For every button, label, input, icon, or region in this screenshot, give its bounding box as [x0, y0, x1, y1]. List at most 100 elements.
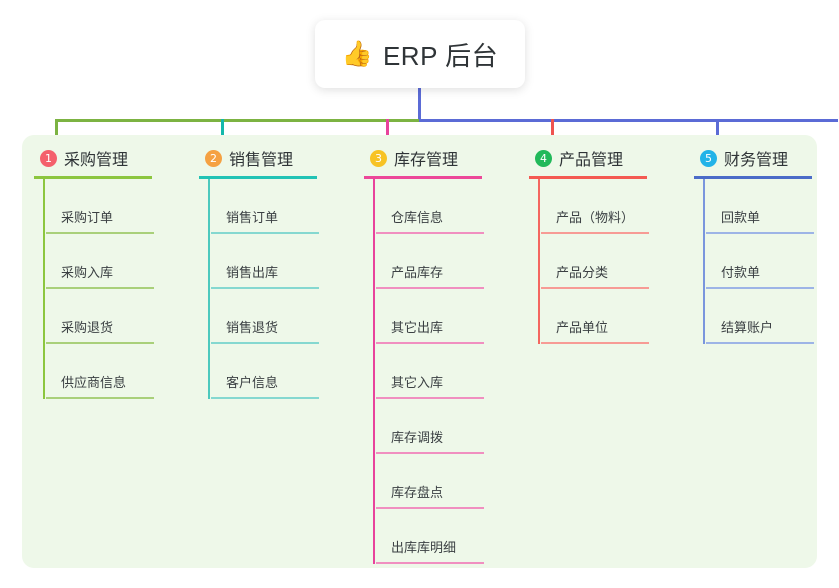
branch-item-label: 结算账户 [721, 320, 774, 335]
branch-column: 1 采购管理采购订单采购入库采购退货供应商信息 [34, 146, 194, 399]
thumbs-up-icon: 👍 [341, 39, 373, 68]
branch-item-underline [376, 562, 484, 564]
branch-item-label: 回款单 [721, 210, 761, 225]
branch-item-underline [376, 342, 484, 344]
branch-item-underline [541, 232, 649, 234]
branch-item[interactable]: 销售订单 [202, 179, 359, 234]
branch-item-underline [211, 287, 319, 289]
branch-underline [34, 176, 152, 179]
branch-item-underline [46, 287, 154, 289]
branch-item[interactable]: 供应商信息 [37, 344, 194, 399]
branch-item-label: 采购退货 [61, 320, 114, 335]
connector-drop-sales [221, 119, 224, 148]
branch-item-underline [376, 287, 484, 289]
branch-item[interactable]: 库存调拨 [367, 399, 524, 454]
branch-item-underline [376, 232, 484, 234]
branch-header-2[interactable]: 2 销售管理 [199, 146, 359, 170]
branch-item-underline [541, 287, 649, 289]
branch-item-label: 产品单位 [556, 320, 609, 335]
branch-underline [694, 176, 812, 179]
branch-item-underline [706, 287, 814, 289]
branch-item[interactable]: 采购退货 [37, 289, 194, 344]
branch-spine [373, 179, 375, 564]
branch-number-badge: 4 [535, 149, 552, 167]
branch-item[interactable]: 付款单 [697, 234, 839, 289]
branch-item[interactable]: 回款单 [697, 179, 839, 234]
branch-item-label: 销售出库 [226, 265, 279, 280]
branch-number-badge: 2 [205, 149, 222, 167]
branch-item[interactable]: 结算账户 [697, 289, 839, 344]
branch-item-label: 产品分类 [556, 265, 609, 280]
branch-items: 采购订单采购入库采购退货供应商信息 [34, 179, 194, 399]
branch-title: 财务管理 [724, 152, 789, 169]
connector-bus-green [55, 119, 467, 122]
branch-spine [703, 179, 705, 344]
branch-column: 2 销售管理销售订单销售出库销售退货客户信息 [199, 146, 359, 399]
connector-bus-blue [419, 119, 838, 122]
root-node[interactable]: 👍 ERP 后台 [315, 20, 525, 88]
branch-item-underline [46, 397, 154, 399]
branch-item-label: 采购入库 [61, 265, 114, 280]
branch-item-label: 产品库存 [391, 265, 444, 280]
branch-item-label: 采购订单 [61, 210, 114, 225]
root-node-title: ERP 后台 [382, 40, 499, 71]
branch-item-underline [211, 342, 319, 344]
branch-spine [43, 179, 45, 399]
branch-item-label: 其它入库 [391, 375, 444, 390]
branch-item-underline [46, 232, 154, 234]
branch-item[interactable]: 产品分类 [532, 234, 689, 289]
branch-item-label: 出库库明细 [391, 540, 457, 555]
branch-title: 采购管理 [64, 152, 129, 169]
branch-header-4[interactable]: 4 产品管理 [529, 146, 689, 170]
branch-column: 4 产品管理产品（物料） 产品分类产品单位 [529, 146, 689, 344]
branch-title: 销售管理 [229, 152, 294, 169]
branch-item-label: 付款单 [721, 265, 761, 280]
branch-title: 库存管理 [394, 152, 459, 169]
branch-item-label: 库存盘点 [391, 485, 444, 500]
branch-item[interactable]: 出库库明细 [367, 509, 524, 564]
branch-header-1[interactable]: 1 采购管理 [34, 146, 194, 170]
branch-underline [529, 176, 647, 179]
connector-drop-inventory [386, 119, 389, 148]
branch-item-underline [376, 397, 484, 399]
branch-underline [199, 176, 317, 179]
branch-item[interactable]: 客户信息 [202, 344, 359, 399]
branch-item-label: 库存调拨 [391, 430, 444, 445]
branch-item-label: 产品（物料） [556, 210, 635, 225]
branch-item-label: 其它出库 [391, 320, 444, 335]
branch-item[interactable]: 销售退货 [202, 289, 359, 344]
branch-items: 仓库信息产品库存其它出库其它入库库存调拨库存盘点出库库明细 [364, 179, 524, 564]
branch-item-label: 客户信息 [226, 375, 279, 390]
branch-item-label: 销售退货 [226, 320, 279, 335]
branch-item[interactable]: 仓库信息 [367, 179, 524, 234]
branch-title: 产品管理 [559, 152, 624, 169]
branch-item[interactable]: 采购入库 [37, 234, 194, 289]
branch-item-underline [376, 452, 484, 454]
branch-number-badge: 1 [40, 149, 57, 167]
branch-item-label: 销售订单 [226, 210, 279, 225]
branch-item-underline [706, 232, 814, 234]
connector-drop-finance [716, 119, 719, 148]
branch-item-underline [211, 397, 319, 399]
branch-item-underline [376, 507, 484, 509]
branch-spine [208, 179, 210, 399]
branch-item[interactable]: 销售出库 [202, 234, 359, 289]
branch-item[interactable]: 其它出库 [367, 289, 524, 344]
branch-item[interactable]: 其它入库 [367, 344, 524, 399]
branch-item[interactable]: 库存盘点 [367, 454, 524, 509]
branch-item[interactable]: 产品（物料） [532, 179, 689, 234]
branch-item[interactable]: 采购订单 [37, 179, 194, 234]
branch-item[interactable]: 产品单位 [532, 289, 689, 344]
root-connector-stem [418, 88, 421, 121]
connector-drop-product [551, 119, 554, 148]
branch-items: 产品（物料） 产品分类产品单位 [529, 179, 689, 344]
branch-underline [364, 176, 482, 179]
connector-drop-purchase [55, 119, 58, 148]
branches-panel [22, 135, 817, 568]
branch-items: 销售订单销售出库销售退货客户信息 [199, 179, 359, 399]
branch-item[interactable]: 产品库存 [367, 234, 524, 289]
